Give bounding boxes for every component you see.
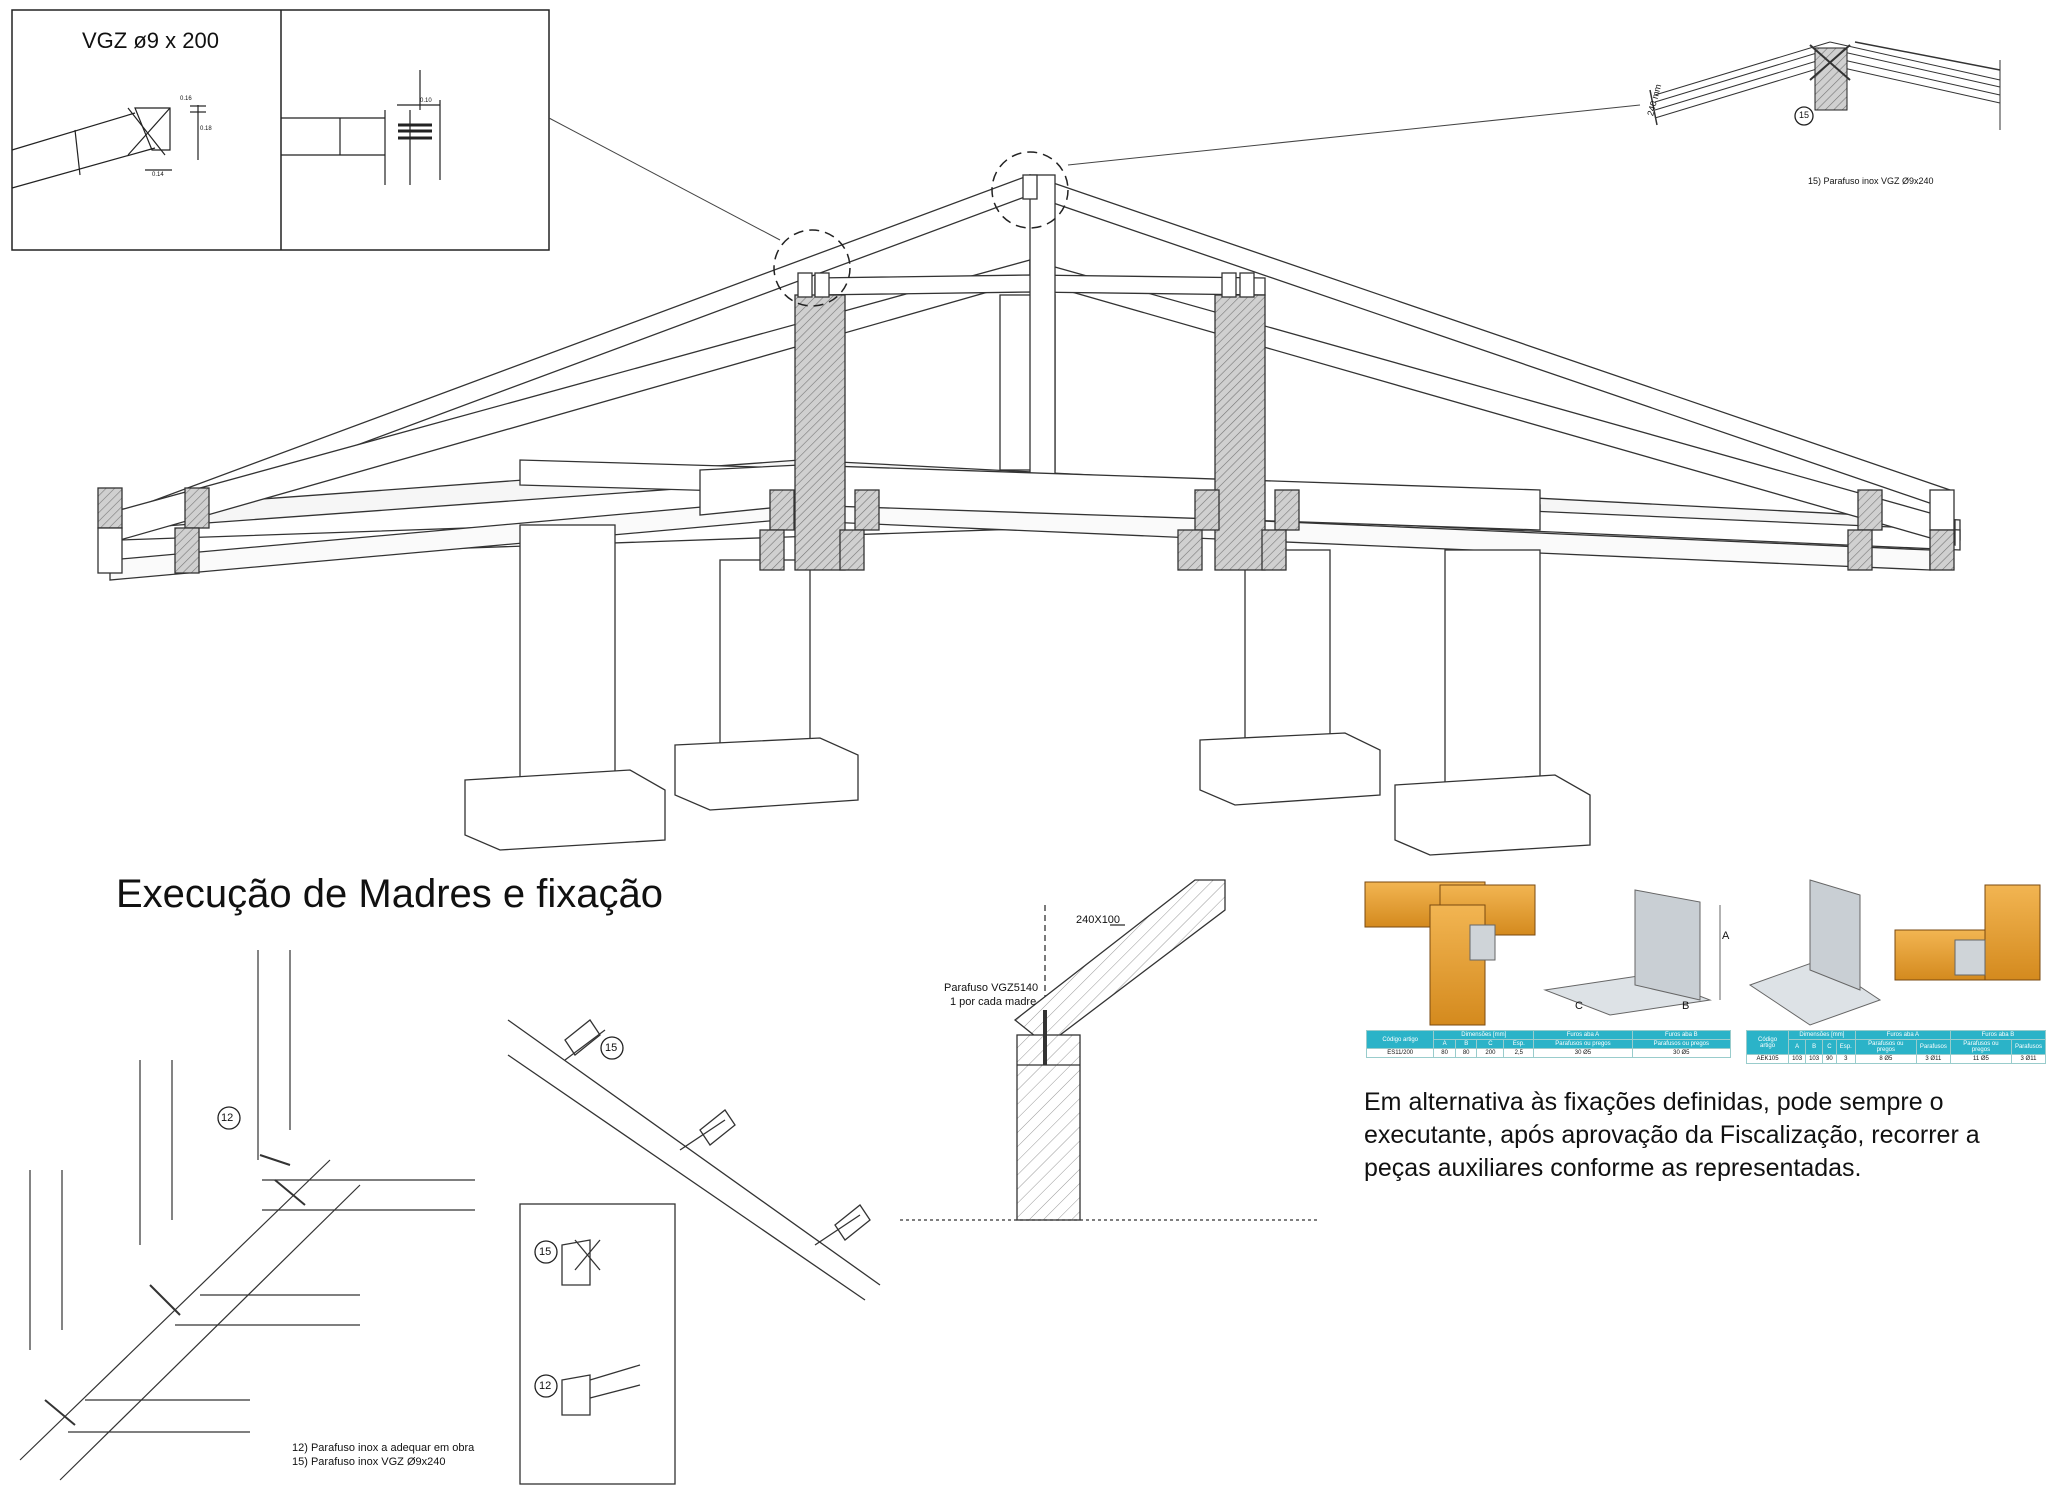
bracket-label-c: C: [1575, 1000, 1583, 1012]
table2-col-fa2: Parafusos: [1915, 1039, 1951, 1055]
table1-col-c: C: [1476, 1039, 1505, 1049]
table-cell: 3: [1835, 1054, 1856, 1064]
table-cell: 11 Ø5: [1949, 1054, 2012, 1064]
callout-15-ridge-label: 15: [1799, 110, 1810, 120]
alternative-fixings-text: Em alternativa às fixações definidas, po…: [1364, 1088, 1980, 1182]
table-cell: 3 Ø11: [2010, 1054, 2047, 1064]
table-cell: 200: [1476, 1048, 1505, 1058]
table2-col-fb2: Parafusos: [2010, 1039, 2047, 1055]
table-cell: 2,5: [1503, 1048, 1535, 1058]
bracket-table-2: Código artigo Dimensões [mm] Furos aba A…: [1745, 1030, 2047, 1064]
table-cell: ES11/200: [1365, 1048, 1435, 1058]
legend-line-15: 15) Parafuso inox VGZ Ø9x240: [292, 1456, 446, 1468]
table1-col-b: B: [1454, 1039, 1478, 1049]
table2-group-b: Furos aba B: [1949, 1030, 2047, 1040]
table1-group-a: Furos aba A: [1533, 1030, 1633, 1040]
section-beam-label: 240X100: [1076, 914, 1121, 926]
slope-detail: [507, 1019, 881, 1485]
bracket-illustration-4: [1894, 884, 2041, 981]
table-cell: 30 Ø5: [1533, 1048, 1633, 1058]
table-cell: 3 Ø11: [1915, 1054, 1951, 1064]
table-row: ES11/200 80 80 200 2,5 30 Ø5 30 Ø5: [1365, 1048, 1732, 1058]
table2-col-b: B: [1805, 1039, 1824, 1055]
callout-15-box-label: 15: [539, 1246, 552, 1258]
ridge-detail: [1649, 41, 2001, 130]
callout-15-slope: [600, 1036, 624, 1060]
callout-12-box-label: 12: [539, 1380, 552, 1392]
detail-circle-eave: [773, 229, 851, 307]
bracket-label-b: B: [1682, 1000, 1690, 1012]
detail-dim-2: 0.18: [200, 126, 212, 132]
section-detail: [900, 879, 1320, 1221]
detail-box-vgz: [11, 9, 550, 251]
table-cell: 103: [1805, 1054, 1824, 1064]
ridge-note: 15) Parafuso inox VGZ Ø9x240: [1808, 176, 1934, 186]
detail-circle-ridge: [991, 151, 1069, 229]
leader-line-ridge: [1067, 104, 1641, 166]
page-title: Execução de Madres e fixação: [116, 872, 663, 916]
bracket-illustration-1: [1364, 881, 1536, 1026]
table2-col-code: Código artigo: [1745, 1030, 1790, 1055]
timber-frame: [97, 174, 1961, 856]
callout-15-box: [534, 1240, 558, 1264]
bracket-illustration-3: [1748, 879, 1882, 1026]
callout-12-plan: [217, 1106, 241, 1130]
table1-group-b: Furos aba B: [1631, 1030, 1732, 1040]
section-screw-label-1: Parafuso VGZ5140: [944, 982, 1039, 994]
table2-col-a: A: [1788, 1039, 1807, 1055]
table2-group-dim: Dimensões [mm]: [1788, 1030, 1856, 1040]
table-cell: AEK105: [1745, 1054, 1790, 1064]
legend-line-12: 12) Parafuso inox a adequar em obra: [292, 1442, 475, 1454]
table1-col-esp: Esp.: [1503, 1039, 1535, 1049]
callout-12-box: [534, 1374, 558, 1398]
detail-dim-1: 0.16: [180, 96, 192, 102]
table1-col-fb: Parafusos ou pregos: [1631, 1039, 1732, 1049]
table2-group-a: Furos aba A: [1854, 1030, 1951, 1040]
table-cell: 103: [1788, 1054, 1807, 1064]
table1-col-fa: Parafusos ou pregos: [1533, 1039, 1633, 1049]
plan-detail: [19, 950, 475, 1481]
table-cell: 8 Ø5: [1854, 1054, 1917, 1064]
leader-line-detail: [548, 117, 781, 241]
callout-15-ridge: [1794, 106, 1814, 126]
bracket-label-a: A: [1722, 930, 1730, 942]
table2-col-esp: Esp.: [1835, 1039, 1856, 1055]
detail-dim-3: 0.14: [152, 172, 164, 178]
bracket-illustration-2: [1543, 889, 1721, 1016]
table-cell: 30 Ø5: [1631, 1048, 1732, 1058]
table-row: AEK105 103 103 90 3 8 Ø5 3 Ø11 11 Ø5 3 Ø…: [1745, 1054, 2047, 1064]
detail-title: VGZ ø9 x 200: [82, 28, 219, 53]
table2-col-c: C: [1822, 1039, 1837, 1055]
table-cell: 80: [1454, 1048, 1478, 1058]
section-screw-label-2: 1 por cada madre: [950, 996, 1037, 1008]
detail-dim-4: 0.10: [420, 98, 432, 104]
table-cell: 90: [1822, 1054, 1837, 1064]
table1-col-code: Código artigo: [1365, 1030, 1435, 1049]
table1-col-a: A: [1433, 1039, 1456, 1049]
table-cell: 80: [1433, 1048, 1456, 1058]
table2-col-fb1: Parafusos ou pregos: [1949, 1039, 2012, 1055]
callout-15-slope-label: 15: [605, 1042, 618, 1054]
bracket-table-1: Código artigo Dimensões [mm] Furos aba A…: [1365, 1030, 1732, 1058]
table1-group-dim: Dimensões [mm]: [1433, 1030, 1535, 1040]
table2-col-fa1: Parafusos ou pregos: [1854, 1039, 1917, 1055]
callout-12-plan-label: 12: [221, 1112, 234, 1124]
